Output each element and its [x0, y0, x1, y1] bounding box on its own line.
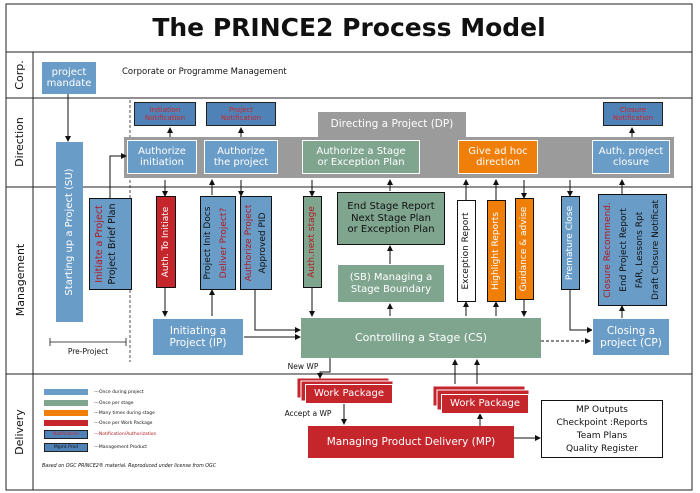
- legend-swatch-mgmt-prod: Mgmt Prod: [44, 443, 88, 452]
- far-lessons-label: FAR, Lessons Rpt: [634, 211, 645, 289]
- dp-adhoc-direction: Give ad hoc direction: [458, 140, 538, 174]
- guidance-label: Guidance & advise: [518, 206, 529, 292]
- su-brief-label: Project Brief Plan: [106, 203, 118, 285]
- arrow-approved-pid-cs: [254, 290, 301, 333]
- cs-process: Controlling a Stage (CS): [301, 318, 541, 358]
- closure-outputs-box: [598, 194, 667, 306]
- arrow-cs-new-wp: [317, 358, 331, 379]
- project-mandate: project mandate: [42, 62, 96, 94]
- mp-outputs-box: MP Outputs Checkpoint :Reports Team Plan…: [541, 400, 663, 458]
- dp-authorize-initiation: Authorize initiation: [127, 140, 197, 174]
- arrow-premature-cp: [569, 290, 593, 333]
- authorize-project-box: [240, 196, 272, 290]
- lane-label-management: Management: [13, 243, 27, 317]
- exception-report-label: Exception Report: [460, 212, 471, 290]
- su-output-box: [89, 198, 132, 290]
- page-title: The PRINCE2 Process Model: [152, 12, 546, 42]
- su-process-label: Starting up a Project (SU): [64, 168, 76, 296]
- mp-process: Managing Product Delivery (MP): [308, 426, 514, 458]
- legend-text: ---Many times during stage: [94, 411, 155, 416]
- pid-docs-box: [200, 196, 236, 290]
- auth-next-stage-box: [303, 196, 322, 288]
- dp-authorize-project: Authorize the project: [204, 140, 278, 174]
- legend-swatch-once-stage: [44, 400, 88, 406]
- lane-label-delivery: Delivery: [12, 409, 26, 455]
- auth-next-stage-label: Auth.next stage: [306, 206, 317, 278]
- credit-text: Based on OGC PRINCE2® material. Reproduc…: [42, 464, 217, 469]
- project-notification: Project Notification: [206, 102, 276, 126]
- end-project-report-label: End Project Report: [618, 208, 629, 292]
- premature-close-box: [561, 196, 580, 290]
- sb-process: (SB) Managing a Stage Boundary: [337, 264, 445, 303]
- closure-recommend-label: Closure Recommend.: [602, 202, 613, 298]
- lane-label-corp: Corp.: [12, 60, 26, 90]
- cp-process: Closing a project (CP): [592, 318, 670, 356]
- initiation-notification: Initiation Notification: [134, 102, 196, 126]
- auth-to-initiate-box: [156, 196, 176, 288]
- legend-text: ---Once during project: [94, 390, 144, 395]
- stage-report: End Stage Report Next Stage Plan or Exce…: [337, 192, 445, 245]
- corp-mgmt-label: Corporate or Programme Management: [122, 67, 287, 78]
- dp-tab: [318, 112, 466, 137]
- legend-text: ---Once per Work Package: [94, 421, 153, 426]
- authorize-project-label: Authorize Project: [243, 204, 254, 282]
- dp-title: Directing a Project (DP): [330, 118, 454, 131]
- highlight-reports-label: Highlight Reports: [490, 211, 501, 291]
- closure-notification: Closure Notification: [603, 102, 663, 126]
- work-package-1: Work Package: [305, 384, 393, 404]
- highlight-reports-box: [487, 200, 506, 302]
- mp-output-item: Checkpoint :Reports: [556, 417, 648, 428]
- mp-output-item: Team Plans: [576, 430, 628, 441]
- dp-authorize-stage: Authorize a Stage or Exception Plan: [302, 140, 420, 174]
- pre-project-label: Pre-Project: [67, 346, 109, 356]
- legend-text: ---Once per stage: [94, 401, 134, 406]
- su-initiate-label: Initiate a Project: [93, 205, 105, 283]
- legend-swatch-many: [44, 410, 88, 416]
- legend-swatch-once-project: [44, 389, 88, 395]
- lane-label-direction: Direction: [12, 117, 26, 167]
- legend-swatch-notification: Notification: [44, 430, 88, 439]
- legend-text: ---Notification/Authorization: [94, 432, 157, 437]
- mp-output-item: Quality Register: [565, 443, 639, 454]
- auth-to-initiate-label: Auth. To Initiate: [160, 206, 171, 278]
- premature-close-label: Premature Close: [564, 205, 575, 281]
- exception-report-box: [457, 200, 476, 302]
- dp-authorize-closure: Auth. project closure: [592, 140, 670, 174]
- accept-wp-label: Accept a WP: [284, 408, 332, 418]
- mp-outputs-title: MP Outputs: [575, 404, 628, 415]
- guidance-box: [515, 198, 534, 300]
- deliver-project-label: Deliver Project?: [218, 207, 229, 279]
- pid-docs-label: Project Init Docs: [202, 206, 213, 280]
- new-wp-label: New WP: [287, 362, 319, 372]
- work-package-2: Work Package: [441, 394, 529, 414]
- draft-closure-label: Draft Closure Notificat: [650, 199, 661, 301]
- arrow-su-dp: [109, 153, 127, 198]
- legend: ---Once during project ---Once per stage…: [36, 382, 276, 462]
- ip-process: Initiating a Project (IP): [152, 318, 244, 356]
- legend-swatch-wp: [44, 420, 88, 426]
- approved-pid-label: Approved PID: [257, 212, 268, 274]
- legend-text: ---Management Product: [94, 445, 148, 450]
- su-process: [56, 142, 83, 322]
